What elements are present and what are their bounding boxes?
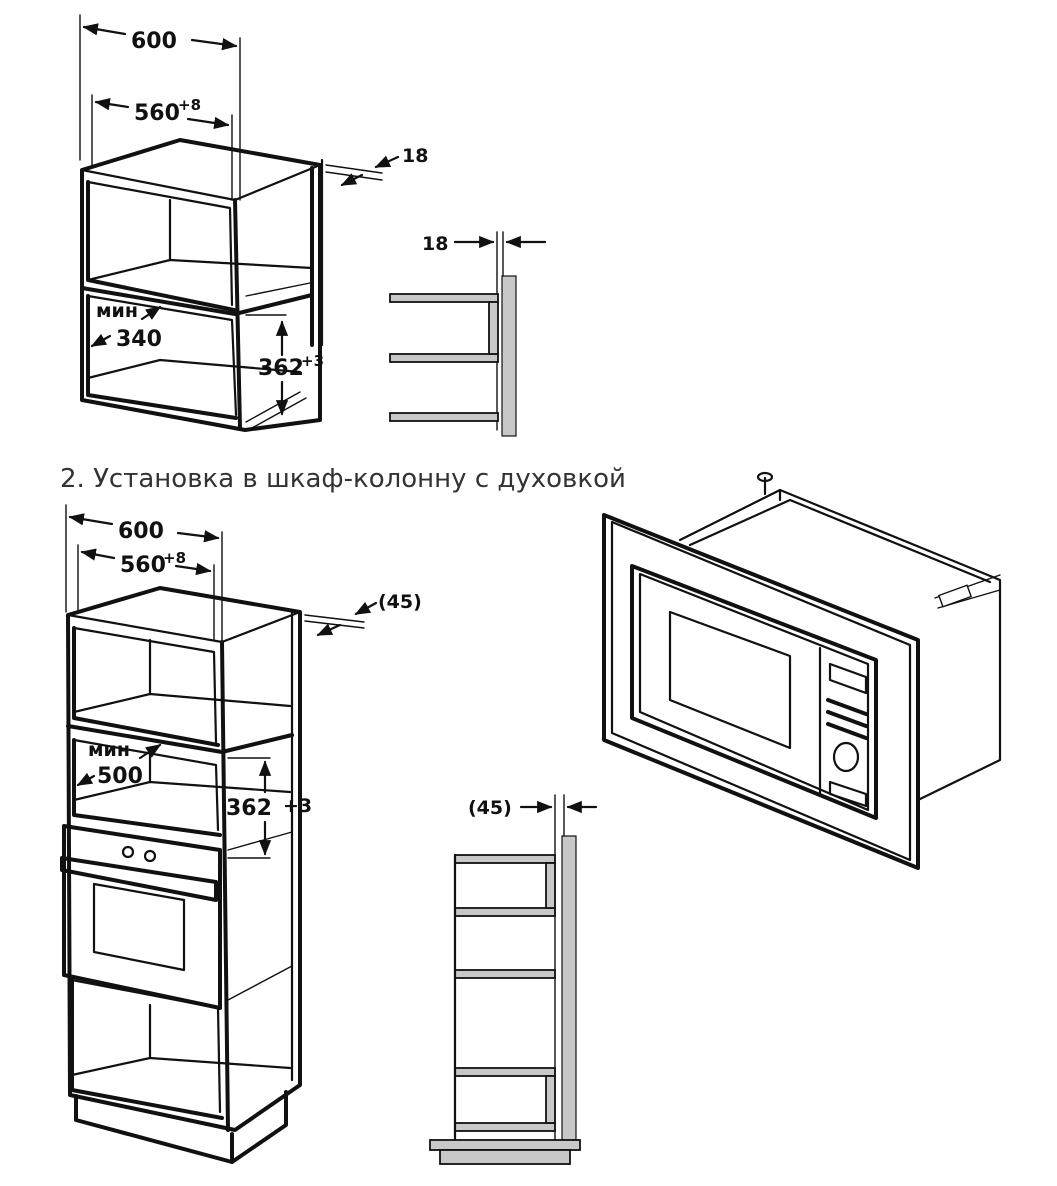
d2-height-value: 362 (226, 796, 272, 821)
d1-height-tol: +3 (301, 352, 324, 370)
d2-gap: (45) (378, 591, 422, 613)
side-detail-1: 18 (389, 231, 547, 437)
d1-min-depth: 340 (116, 327, 162, 352)
d1-width-inner: 560 (134, 101, 180, 126)
d2-height-tol: +3 (283, 795, 312, 817)
d2-width-inner: 560 (120, 553, 166, 578)
cabinet-diagram-1: 600 560 +8 18 мин 340 362 +3 (79, 14, 428, 432)
d2-min-depth: 500 (97, 764, 143, 789)
d1-width-inner-tol: +8 (178, 96, 201, 114)
side-detail-2: (45) (429, 794, 598, 1165)
d2-side-gap: (45) (468, 797, 512, 819)
d2-min-label: мин (88, 739, 130, 761)
built-in-microwave-illustration (602, 471, 1002, 870)
d1-min-label: мин (96, 300, 138, 322)
cabinet-diagram-2: 600 560 +8 (45) мин 500 362 +3 (60, 504, 422, 1164)
d1-height-value: 362 (258, 356, 304, 381)
d2-width-total: 600 (118, 519, 164, 544)
section-heading: 2. Установка в шкаф-колонну с духовкой (60, 464, 626, 494)
d1-width-total: 600 (131, 29, 177, 54)
d2-width-inner-tol: +8 (163, 549, 186, 567)
d1-panel-thickness: 18 (402, 145, 428, 167)
d1-side-thickness: 18 (422, 233, 448, 255)
